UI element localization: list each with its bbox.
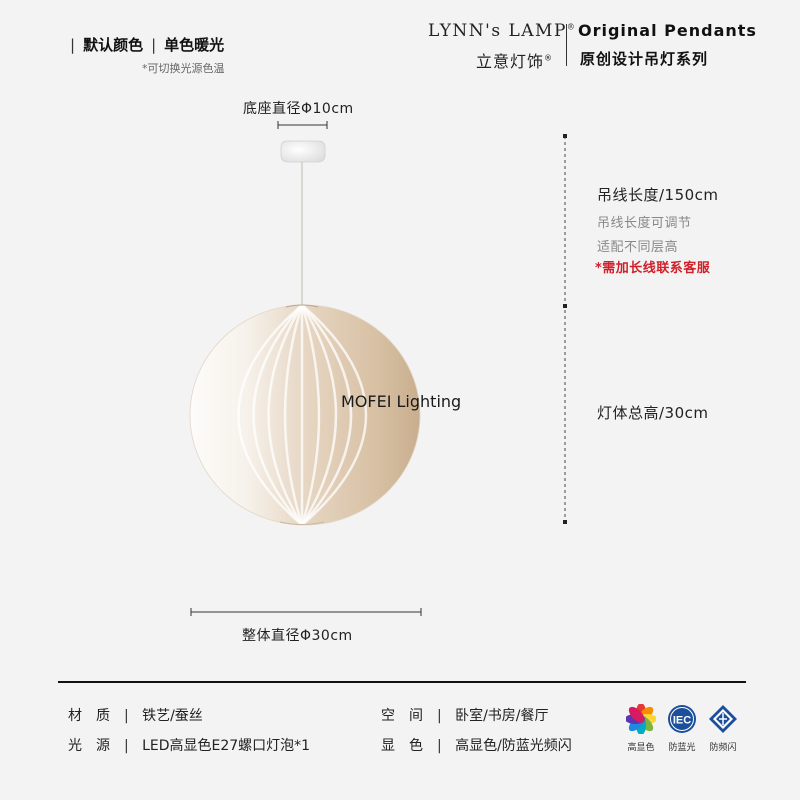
silk-globe-shade (189, 304, 421, 526)
series-title-en: Original Pendants (578, 21, 757, 40)
separator: | (124, 738, 129, 754)
default-color-label: 默认颜色 (83, 36, 144, 54)
spec-color-rendering: 显色| 高显色/防蓝光频闪 (381, 735, 572, 755)
base-dimension-line (277, 121, 328, 129)
space-label: 空间 (381, 708, 437, 724)
separator: | (151, 36, 157, 54)
brand-logo-cn: 立意灯饰® (476, 52, 554, 71)
spec-space: 空间| 卧室/书房/餐厅 (381, 705, 549, 725)
spec-material: 材质| 铁艺/蚕丝 (68, 705, 203, 725)
color-value: 单色暖光 (164, 36, 225, 54)
diameter-dimension-line (190, 608, 422, 616)
badge-flicker-free: 防频闪 (698, 704, 748, 753)
pendant-lamp-illustration (189, 121, 567, 616)
watermark-text: MOFEI Lighting (341, 392, 462, 411)
overall-diameter-label: 整体直径Φ30cm (242, 628, 353, 644)
badge-iec: IEC 防蓝光 (657, 704, 707, 753)
light-label: 光源 (68, 738, 124, 754)
cord-adjustable-note: 吊线长度可调节 (597, 216, 692, 231)
light-value: LED高显色E27螺口灯泡*1 (142, 738, 311, 754)
iec-icon: IEC (668, 705, 696, 733)
separator: | (124, 708, 129, 724)
material-value: 铁艺/蚕丝 (142, 708, 203, 724)
extension-cord-note: *需加长线联系客服 (595, 261, 711, 276)
render-label: 显色 (381, 738, 437, 754)
render-value: 高显色/防蓝光频闪 (455, 738, 572, 754)
color-header: | 默认颜色 | 单色暖光 (62, 34, 224, 55)
height-dimension-line (563, 134, 567, 524)
base-diameter-label: 底座直径Φ10cm (243, 101, 354, 117)
separator: | (70, 36, 76, 54)
ceiling-canopy (280, 140, 326, 163)
total-height-label: 灯体总高/30cm (597, 404, 709, 422)
brand-logo-en: LYNN's LAMP® (428, 21, 577, 41)
separator: | (437, 708, 442, 724)
cord-length-label: 吊线长度/150cm (597, 186, 719, 204)
switch-color-note: *可切换光源色温 (142, 62, 225, 75)
badge-caption: 防蓝光 (668, 743, 696, 753)
spec-light-source: 光源| LED高显色E27螺口灯泡*1 (68, 735, 310, 755)
material-label: 材质 (68, 708, 124, 724)
badge-caption: 防频闪 (709, 743, 737, 753)
badge-high-cri: 高显色 (616, 703, 666, 753)
diamond-certification-icon (709, 705, 737, 733)
badge-caption: 高显色 (627, 743, 655, 753)
cord-fit-note: 适配不同层高 (597, 240, 679, 255)
color-wheel-icon (625, 703, 657, 735)
space-value: 卧室/书房/餐厅 (455, 708, 549, 724)
separator: | (437, 738, 442, 754)
series-title-cn: 原创设计吊灯系列 (580, 50, 709, 68)
brand-divider (566, 24, 567, 66)
bottom-divider (58, 681, 746, 683)
svg-text:IEC: IEC (673, 715, 691, 727)
